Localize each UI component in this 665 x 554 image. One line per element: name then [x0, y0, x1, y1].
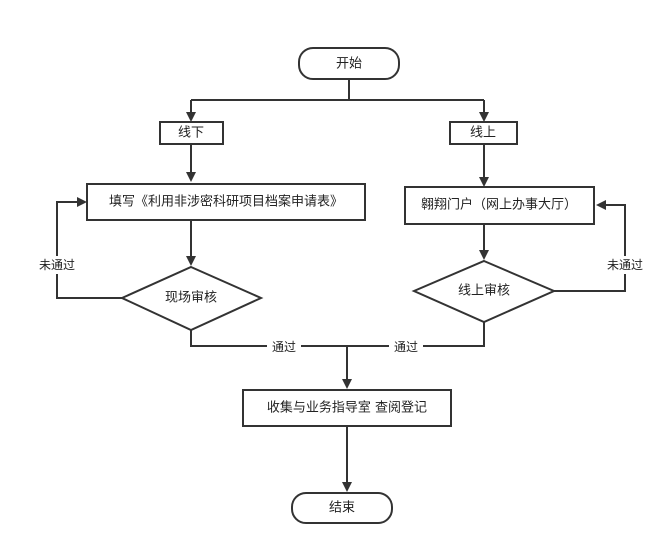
edge-start-to-split	[191, 79, 484, 101]
node-onsite-review: 现场审核	[119, 265, 264, 332]
node-start: 开始	[298, 47, 400, 80]
edges	[56, 79, 626, 492]
pass-label-left: 通过	[272, 340, 296, 354]
node-end: 结束	[291, 492, 393, 524]
edge-pass-merge	[190, 322, 485, 347]
node-fill-form: 填写《利用非涉密科研项目档案申请表》	[86, 183, 366, 221]
node-online-label: 线上	[470, 126, 496, 141]
node-portal-label: 翱翔门户（网上办事大厅）	[421, 197, 577, 213]
edge-online-review-reject-loop	[554, 200, 626, 292]
node-portal: 翱翔门户（网上办事大厅）	[404, 186, 595, 225]
reject-label-left: 未通过	[39, 258, 75, 272]
pass-label-right: 通过	[394, 340, 418, 354]
node-online: 线上	[449, 121, 518, 145]
node-collect-label: 收集与业务指导室 查阅登记	[267, 400, 427, 416]
node-fill-form-label: 填写《利用非涉密科研项目档案申请表》	[109, 194, 343, 210]
node-onsite-review-label: 现场审核	[165, 291, 217, 306]
node-collect: 收集与业务指导室 查阅登记	[242, 389, 452, 427]
edge-labels: 未通过 未通过 通过 通过	[34, 256, 648, 355]
reject-label-right: 未通过	[607, 258, 643, 272]
node-offline-label: 线下	[178, 126, 204, 141]
node-online-review-label: 线上审核	[458, 284, 510, 299]
node-online-review: 线上审核	[411, 259, 557, 324]
node-offline: 线下	[159, 121, 224, 145]
node-end-label: 结束	[329, 501, 355, 516]
edge-onsite-review-reject-loop	[56, 197, 122, 299]
node-start-label: 开始	[336, 57, 362, 72]
